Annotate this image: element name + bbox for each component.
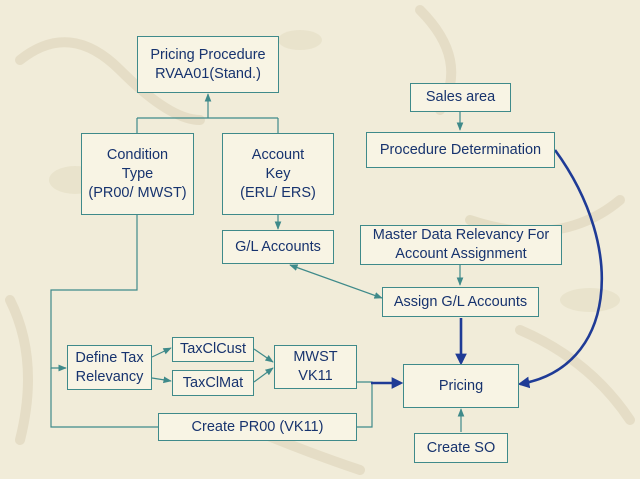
procedure-determination-box: Procedure Determination [366, 132, 555, 168]
gl-accounts-box: G/L Accounts [222, 230, 334, 264]
connector-condition-type-to-define-tax [50, 215, 138, 372]
mwst-vk11-box: MWST VK11 [274, 345, 357, 389]
assign-gl-accounts-box: Assign G/L Accounts [382, 287, 539, 317]
connector-create-pr00-to-define-tax [50, 368, 158, 428]
connector-gl-accounts-assign-gl-bidirectional [289, 264, 383, 299]
taxclcust-box: TaxClCust [172, 337, 254, 362]
connector-taxclcust-to-mwst [253, 348, 274, 363]
create-so-box: Create SO [414, 433, 508, 463]
condition-type-box: Condition Type (PR00/ MWST) [81, 133, 194, 215]
connector-procedure-determination-to-pricing [517, 149, 604, 389]
connector-taxclmat-to-mwst [253, 367, 274, 383]
master-data-relevancy-box: Master Data Relevancy For Account Assign… [360, 225, 562, 265]
pricing-procedure-box: Pricing Procedure RVAA01(Stand.) [137, 36, 279, 93]
create-pr00-box: Create PR00 (VK11) [158, 413, 357, 441]
connector-define-tax-to-taxclcust [151, 347, 172, 358]
taxclmat-box: TaxClMat [172, 370, 254, 396]
connector-define-tax-to-taxclmat [151, 376, 172, 384]
define-tax-relevancy-box: Define Tax Relevancy [67, 345, 152, 390]
pricing-box: Pricing [403, 364, 519, 408]
sales-area-box: Sales area [410, 83, 511, 112]
connector-create-pr00-to-mwst [357, 381, 373, 428]
account-key-box: Account Key (ERL/ ERS) [222, 133, 334, 215]
